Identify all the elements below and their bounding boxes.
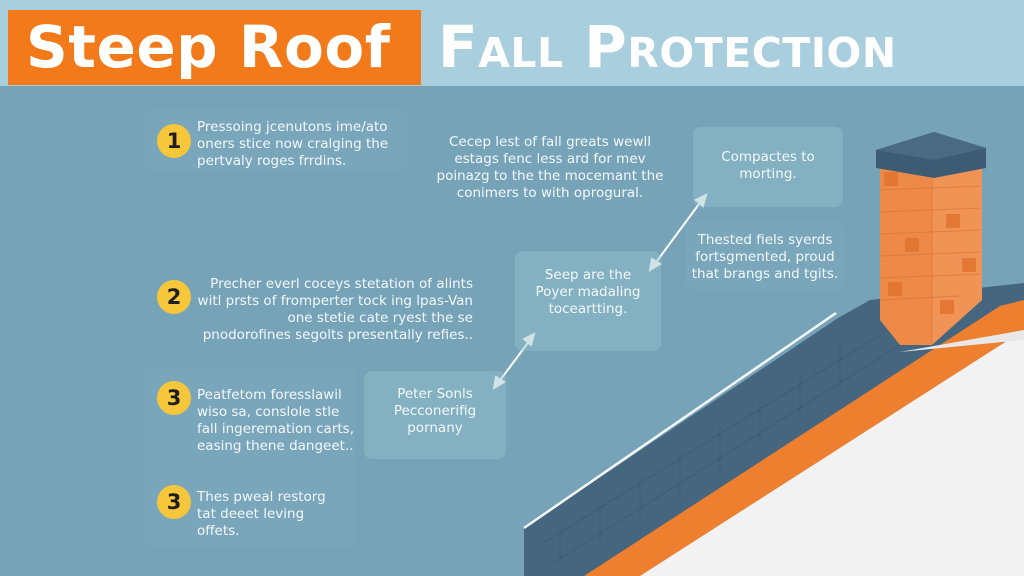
callout-top-center: Cecep lest of fall greats wewll estags f…	[436, 134, 664, 201]
step-text-4: Thes pweal restorg tat deeet leving offe…	[197, 489, 326, 539]
step-badge-4: 3	[157, 485, 191, 519]
step-badge-1: 1	[157, 124, 191, 158]
callout-card-mid-right	[686, 222, 844, 290]
step-badge-3: 3	[157, 381, 191, 415]
title-highlight-box	[8, 10, 421, 85]
chimney-illustration	[876, 132, 986, 345]
double-headed-arrow-icon	[492, 193, 708, 390]
house-wall	[640, 330, 1024, 576]
roof-fascia	[584, 300, 1024, 576]
step-text-3: Peatfetom foresslawil wiso sa, conslole …	[197, 387, 354, 454]
title-rest: Fall Protection	[438, 13, 897, 81]
callout-card-mid-center	[515, 251, 661, 351]
step-text-1: Pressoing jcenutons ime/ato oners stice …	[197, 119, 389, 169]
step-badge-2: 2	[157, 280, 191, 314]
callout-card-lower-center	[364, 371, 506, 459]
step-text-2: Precher everl coceys stetation of alints…	[197, 276, 473, 343]
callout-lower-center: Peter Sonls Pecconerifig pornany	[393, 386, 477, 436]
callout-mid-center: Seep are the Poyer madaling toceartting.	[535, 267, 641, 317]
callout-card-top-right	[693, 127, 843, 207]
callout-mid-right: Thested fiels syerds fortsgmented, proud…	[691, 232, 839, 282]
title-highlight: Steep Roof	[26, 13, 391, 81]
callout-top-right: Compactes to morting.	[721, 149, 815, 182]
